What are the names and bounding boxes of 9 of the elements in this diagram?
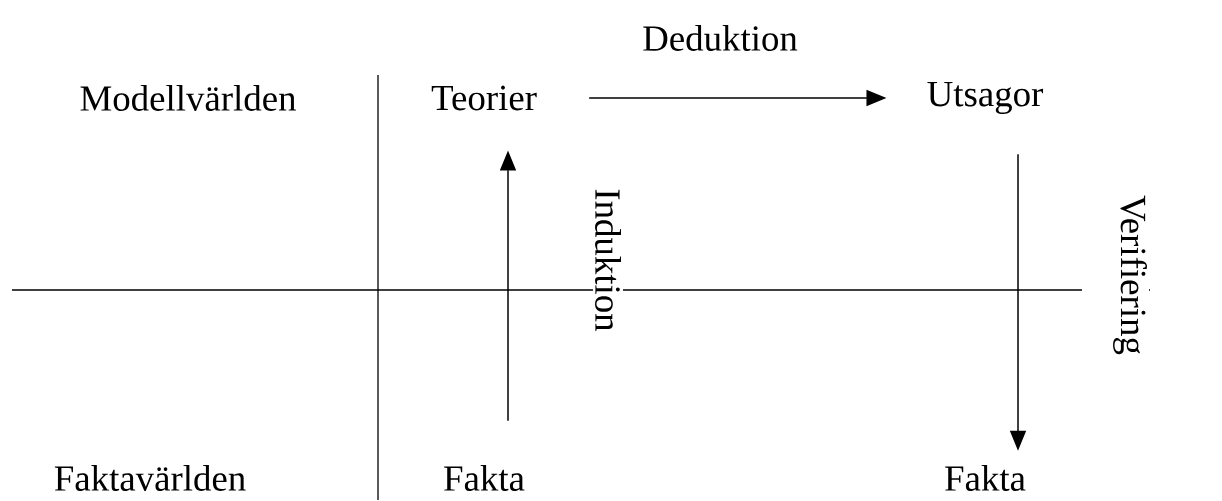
edge-label: Induktion [593, 186, 623, 334]
edge-label: Verifiering [1111, 193, 1149, 357]
node-label: Utsagor [927, 81, 1044, 115]
node-label: Fakta [444, 465, 525, 491]
region-label: Faktavärlden [54, 465, 246, 491]
region-label: Modellvärlden [80, 85, 296, 111]
edge-label: Deduktion [640, 23, 800, 53]
node-label: Teorier [431, 85, 537, 111]
node-label: Fakta [945, 465, 1026, 491]
